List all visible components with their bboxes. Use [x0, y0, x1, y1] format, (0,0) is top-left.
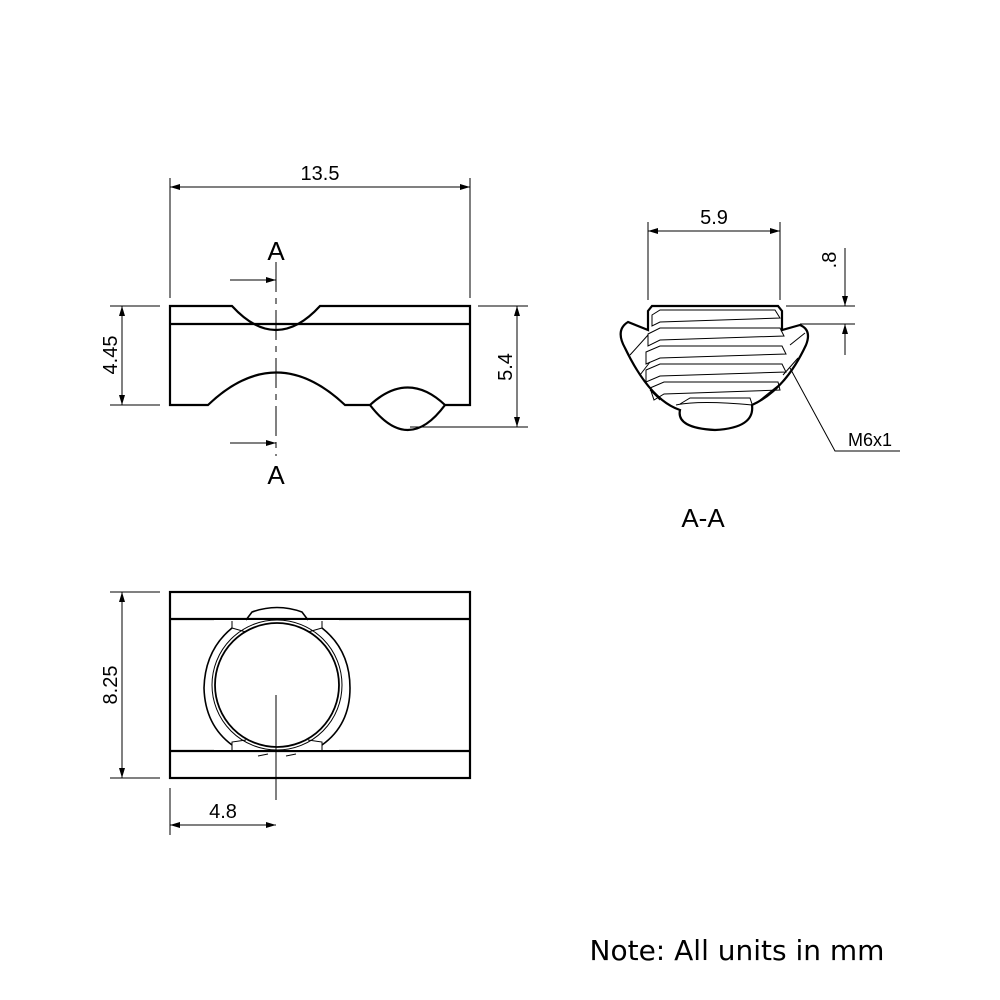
section-marker-bottom: A	[267, 460, 285, 490]
dim-thread-offset: .8	[819, 252, 841, 269]
section-marker-top: A	[267, 236, 285, 266]
dim-body-height: 4.45	[100, 336, 122, 375]
units-note: Note: All units in mm	[590, 934, 885, 967]
dim-total-height: 5.4	[495, 353, 517, 381]
section-view-label: A-A	[681, 503, 725, 533]
dim-length: 13.5	[301, 163, 340, 185]
dim-width: 8.25	[100, 666, 122, 705]
section-view: 5.9 .8 M6x1 A-A	[619, 207, 900, 533]
dim-thread-width: 5.9	[700, 207, 728, 229]
front-view: A A 13.5 4.45 5.4	[100, 163, 528, 490]
thread-callout: M6x1	[848, 430, 892, 450]
top-view: 8.25 4.8	[100, 590, 472, 835]
dim-hole-offset: 4.8	[209, 801, 237, 823]
